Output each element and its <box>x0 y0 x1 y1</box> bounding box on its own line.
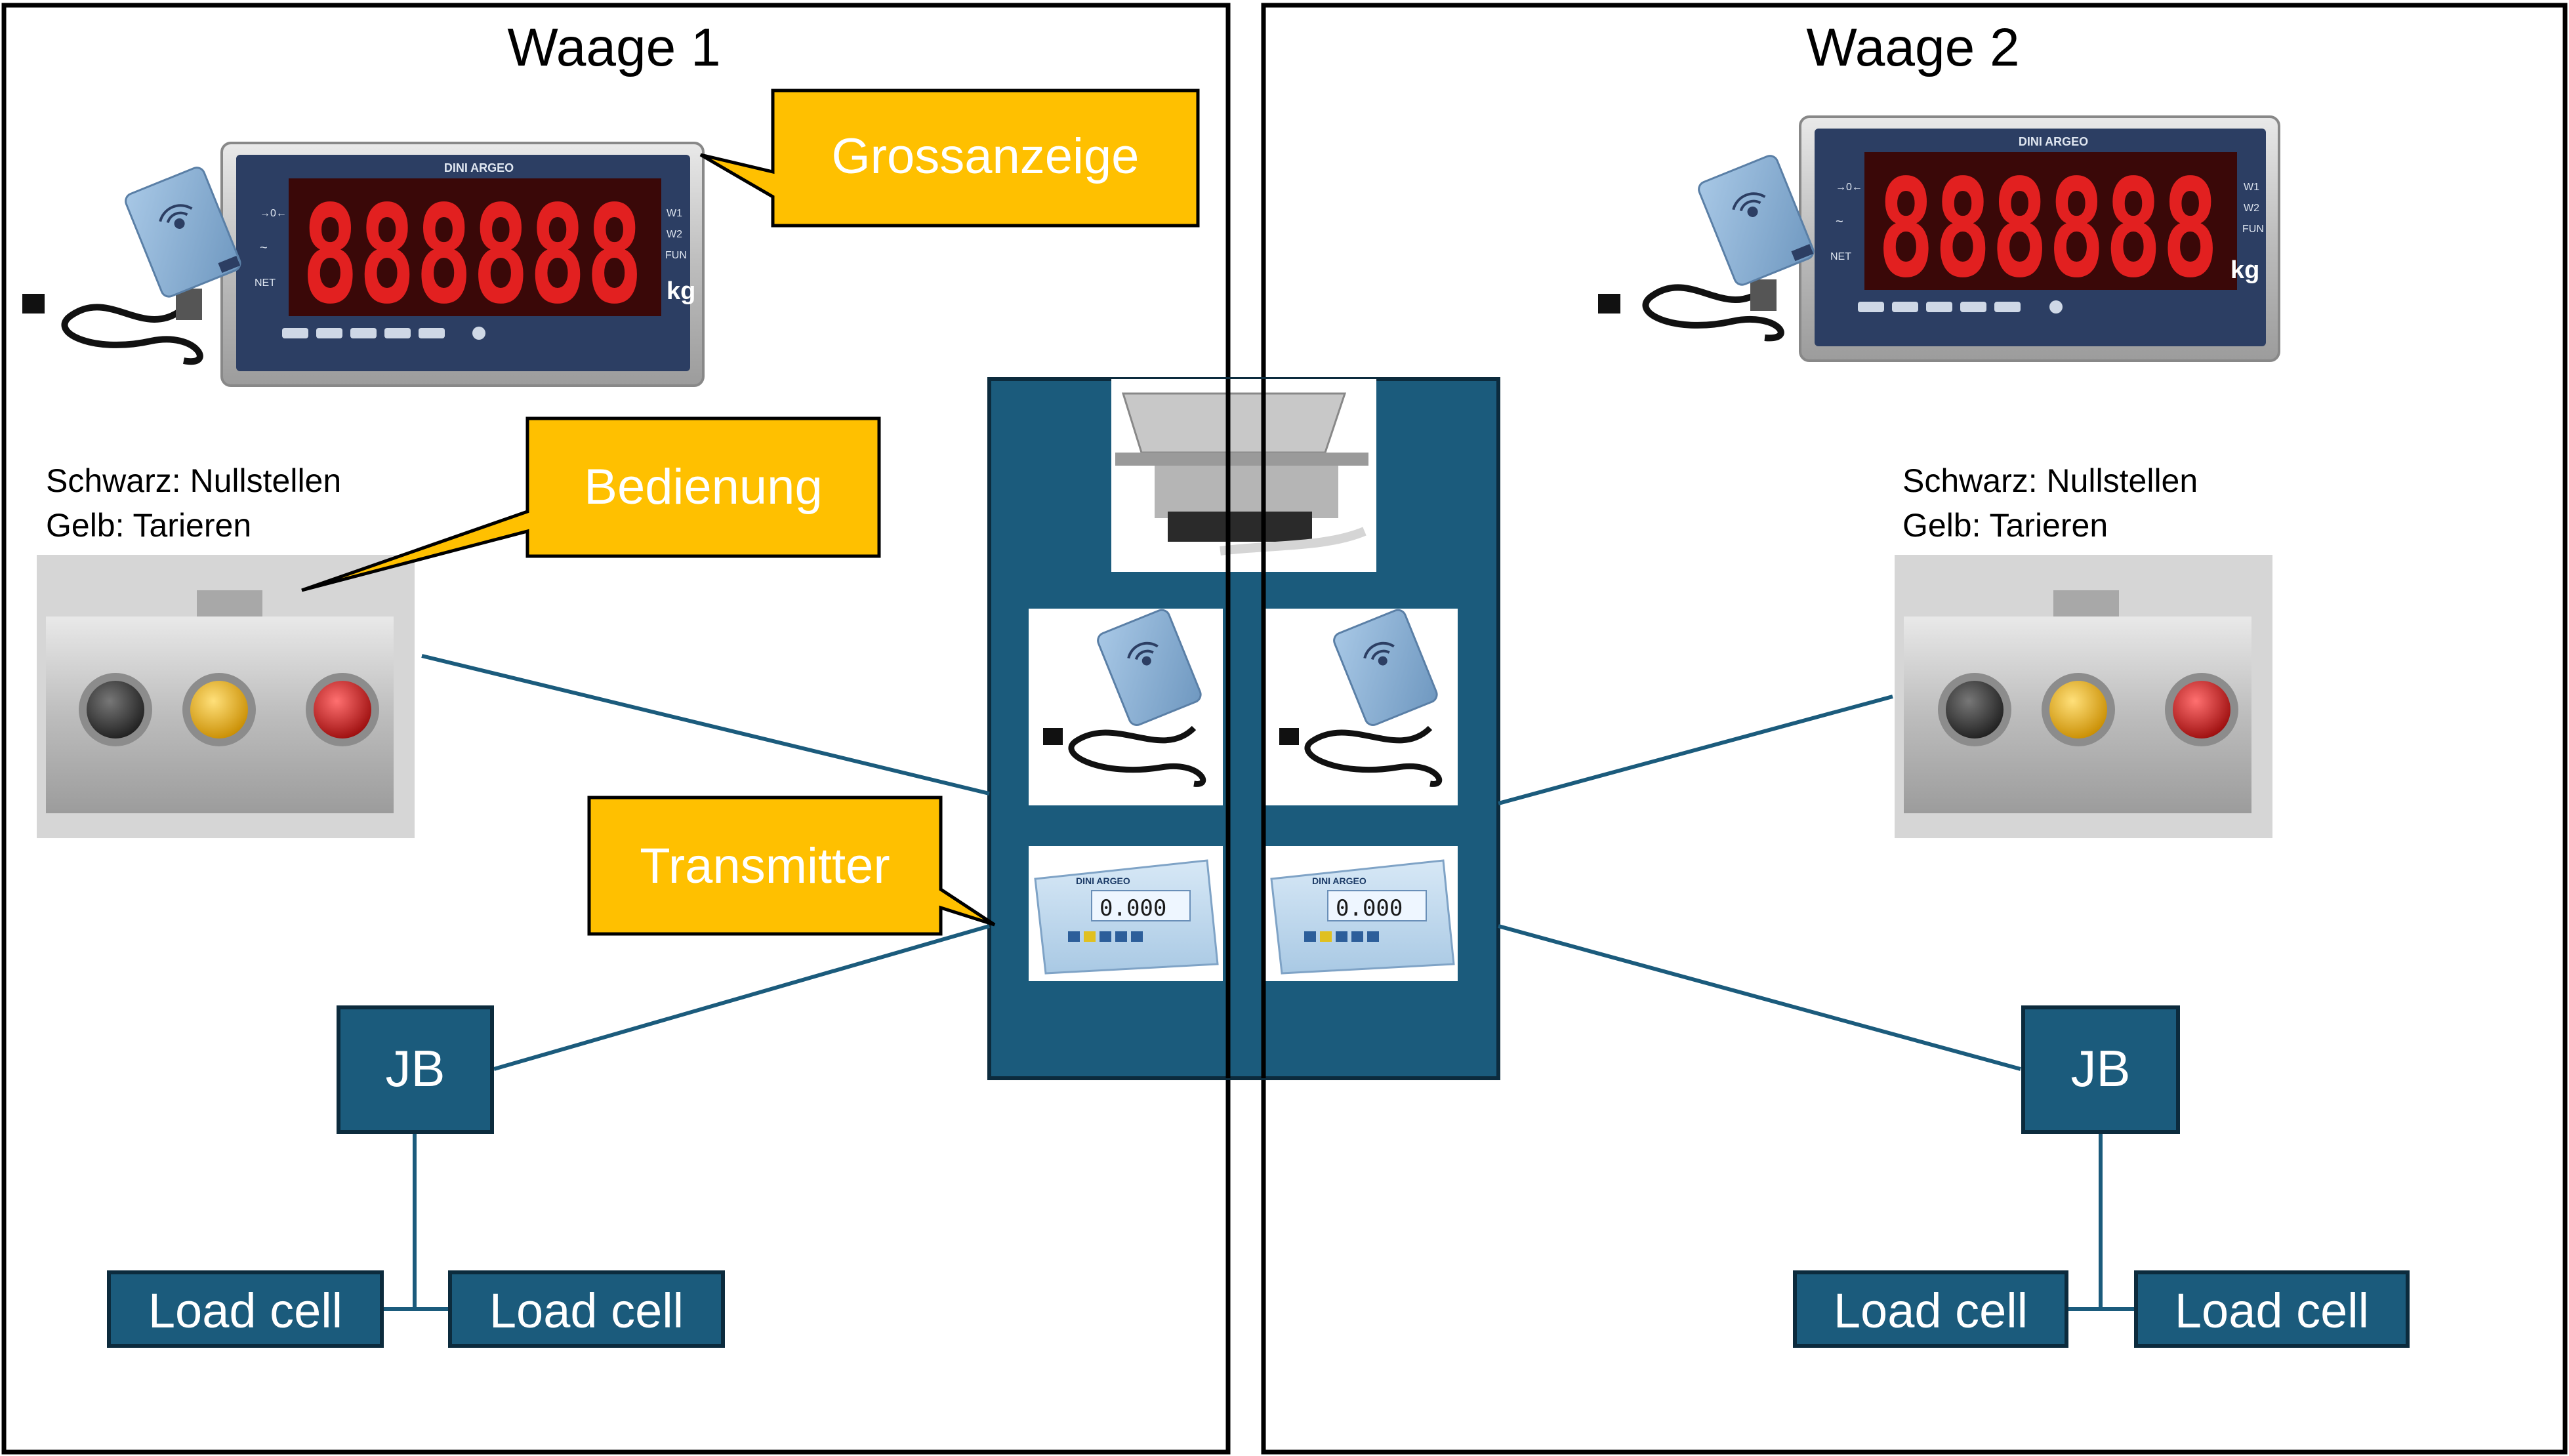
svg-text:JB: JB <box>385 1040 445 1097</box>
radio-module-icon <box>1279 609 1443 787</box>
svg-text:→0←: →0← <box>260 208 287 219</box>
svg-text:JB: JB <box>2070 1040 2130 1097</box>
push-button-panel-icon <box>1895 555 2272 838</box>
svg-text:~: ~ <box>260 241 268 255</box>
svg-text:Load cell: Load cell <box>489 1284 684 1338</box>
callout-transmitter: Transmitter <box>587 796 996 936</box>
svg-text:DINI ARGEO: DINI ARGEO <box>1076 876 1130 886</box>
radio-module-icon <box>22 167 241 365</box>
button-info-black-1: Schwarz: Nullstellen <box>46 462 341 499</box>
svg-text:W2: W2 <box>667 229 682 240</box>
svg-text:Grossanzeige: Grossanzeige <box>832 129 1140 184</box>
led-display-icon: DINI ARGEO 888888 kg →0← ~ NET W1 W2 FUN <box>220 142 705 387</box>
load-cell-2b: Load cell <box>2134 1270 2410 1348</box>
terminal-reading: 0.000 <box>1336 895 1403 921</box>
svg-text:~: ~ <box>1836 214 1843 229</box>
svg-text:FUN: FUN <box>665 250 687 261</box>
weighing-hopper-icon <box>1111 379 1376 572</box>
svg-text:NET: NET <box>255 277 276 289</box>
callout-bedienung: Bedienung <box>301 416 881 592</box>
svg-text:kg: kg <box>2230 256 2259 284</box>
panel-title-2: Waage 2 <box>1806 18 2019 77</box>
led-display-icon: DINI ARGEO 888888 kg →0← ~ NET W1 W2 FUN <box>1799 115 2280 362</box>
load-cell-2a: Load cell <box>1793 1270 2068 1348</box>
callout-grossanzeige: Grossanzeige <box>699 89 1200 228</box>
svg-text:DINI ARGEO: DINI ARGEO <box>1312 876 1367 886</box>
junction-box-1: JB <box>337 1005 494 1134</box>
svg-text:kg: kg <box>667 277 695 305</box>
connection-lines <box>382 654 2136 1311</box>
svg-text:W1: W1 <box>667 208 682 219</box>
svg-text:→0←: →0← <box>1836 182 1862 193</box>
junction-box-2: JB <box>2021 1005 2180 1134</box>
load-cell-1a: Load cell <box>107 1270 384 1348</box>
weighing-terminal-icon: DINI ARGEO 0.000 <box>1034 859 1219 975</box>
svg-text:Transmitter: Transmitter <box>640 838 890 894</box>
terminal-reading: 0.000 <box>1100 895 1166 921</box>
load-cell-1b: Load cell <box>448 1270 725 1348</box>
svg-text:FUN: FUN <box>2242 224 2264 235</box>
svg-text:W2: W2 <box>2244 203 2259 214</box>
svg-text:NET: NET <box>1830 251 1851 262</box>
svg-text:W1: W1 <box>2244 182 2259 193</box>
radio-module-icon <box>1598 155 1815 342</box>
svg-text:Load cell: Load cell <box>2175 1284 2369 1338</box>
weighing-terminal-icon: DINI ARGEO 0.000 <box>1270 859 1455 975</box>
svg-text:DINI ARGEO: DINI ARGEO <box>444 161 514 174</box>
svg-text:Bedienung: Bedienung <box>584 459 822 515</box>
panel-title-1: Waage 1 <box>507 18 720 77</box>
button-info-black-2: Schwarz: Nullstellen <box>1902 462 2198 499</box>
button-info-yellow-1: Gelb: Tarieren <box>46 507 251 544</box>
button-info-yellow-2: Gelb: Tarieren <box>1902 507 2108 544</box>
led-digits: 888888 <box>302 176 643 334</box>
svg-text:DINI ARGEO: DINI ARGEO <box>2019 135 2088 148</box>
svg-text:Load cell: Load cell <box>1834 1284 2028 1338</box>
svg-text:Load cell: Load cell <box>148 1284 342 1338</box>
led-digits: 888888 <box>1878 150 2219 308</box>
radio-module-icon <box>1043 609 1206 787</box>
push-button-panel-icon <box>37 555 415 838</box>
